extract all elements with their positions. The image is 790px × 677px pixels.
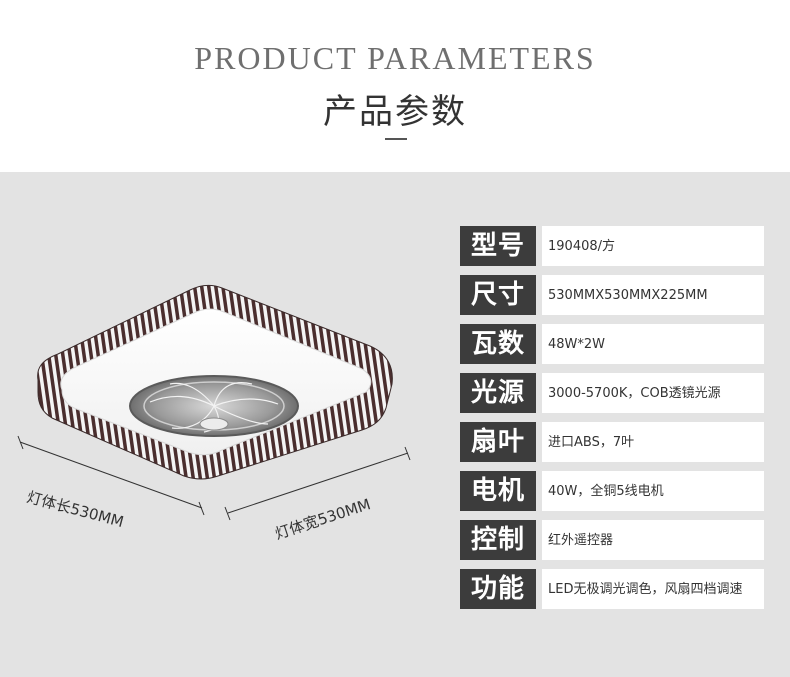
param-value: 190408/方	[542, 226, 764, 266]
param-row-light-source: 光源 3000-5700K，COB透镜光源	[460, 373, 764, 413]
product-image-area: 灯体长530MM 灯体宽530MM	[0, 172, 440, 677]
param-label: 尺寸	[460, 275, 536, 315]
param-label: 光源	[460, 373, 536, 413]
param-value: 48W*2W	[542, 324, 764, 364]
param-value: 40W，全铜5线电机	[542, 471, 764, 511]
title-english: PRODUCT PARAMETERS	[194, 40, 596, 76]
param-value: 530MMX530MMX225MM	[542, 275, 764, 315]
param-row-model: 型号 190408/方	[460, 226, 764, 266]
dimension-line-width	[224, 446, 411, 521]
param-label: 瓦数	[460, 324, 536, 364]
param-label: 扇叶	[460, 422, 536, 462]
title-divider	[385, 138, 407, 140]
fan-blades	[149, 382, 279, 433]
param-value: 进口ABS，7叶	[542, 422, 764, 462]
param-label: 型号	[460, 226, 536, 266]
param-label: 功能	[460, 569, 536, 609]
param-value: 红外遥控器	[542, 520, 764, 560]
param-label: 控制	[460, 520, 536, 560]
fan-sensor	[199, 417, 229, 431]
title-chinese: 产品参数	[323, 92, 467, 132]
param-label: 电机	[460, 471, 536, 511]
param-row-control: 控制 红外遥控器	[460, 520, 764, 560]
param-row-motor: 电机 40W，全铜5线电机	[460, 471, 764, 511]
param-row-size: 尺寸 530MMX530MMX225MM	[460, 275, 764, 315]
param-value: LED无极调光调色，风扇四档调速	[542, 569, 764, 609]
parameters-panel: 灯体长530MM 灯体宽530MM 型号 190408/方 尺寸 530MMX5…	[0, 172, 790, 677]
param-row-function: 功能 LED无极调光调色，风扇四档调速	[460, 569, 764, 609]
param-row-wattage: 瓦数 48W*2W	[460, 324, 764, 364]
dimension-line-length	[17, 435, 205, 516]
param-value: 3000-5700K，COB透镜光源	[542, 373, 764, 413]
param-row-blades: 扇叶 进口ABS，7叶	[460, 422, 764, 462]
ceiling-fan-image	[17, 284, 411, 521]
